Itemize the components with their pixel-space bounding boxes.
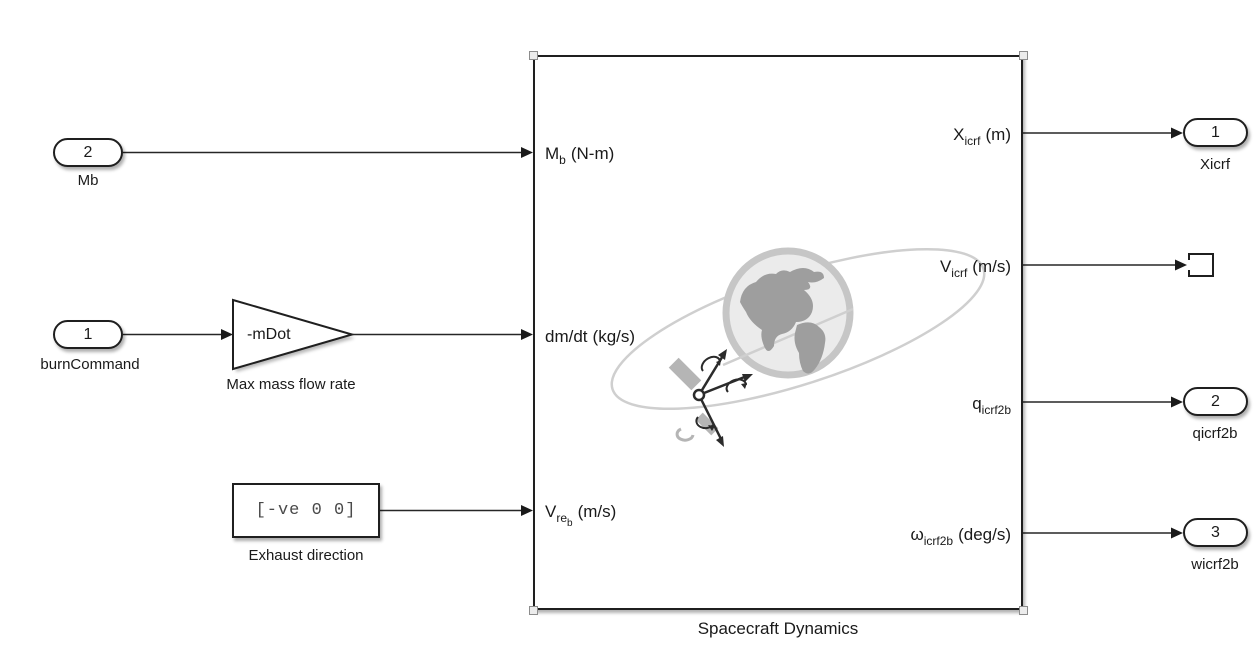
satellite-icon: [668, 349, 753, 447]
gain-value: -mDot: [247, 326, 291, 343]
port-label-vicrf-output: Vicrf(m/s): [939, 257, 1011, 280]
port-label-vreb-input: Vreb(m/s): [545, 502, 617, 529]
earth-orbit-graphic: [610, 247, 986, 447]
outport-xicrf-number: 1: [1211, 123, 1220, 141]
continent-south-america: [794, 322, 826, 374]
arrowhead: [521, 329, 533, 340]
terminator-icon: [1188, 253, 1214, 277]
port-label-xicrf-output: Xicrf(m): [953, 125, 1011, 148]
arrowhead: [521, 147, 533, 158]
constant-block-exhaust[interactable]: [-ve 0 0]: [232, 483, 380, 538]
port-label-mb-input: Mb(N-m): [545, 144, 615, 167]
inport-mb-label[interactable]: Mb: [77, 172, 99, 189]
spacecraft-dynamics-title[interactable]: Spacecraft Dynamics: [697, 619, 859, 638]
outport-block-wicrf2b[interactable]: 3: [1183, 518, 1248, 547]
outport-block-qicrf2b[interactable]: 2: [1183, 387, 1248, 416]
resize-handle-tl[interactable]: [529, 51, 538, 60]
gain-triangle[interactable]: [232, 298, 356, 371]
arrowhead: [521, 505, 533, 516]
outport-wicrf2b-number: 3: [1211, 523, 1220, 541]
orbit-front-segment: [722, 307, 854, 367]
inport-mb-number: 2: [83, 143, 93, 161]
constant-label[interactable]: Exhaust direction: [248, 547, 364, 564]
resize-handle-bl[interactable]: [529, 606, 538, 615]
outport-wicrf2b-label[interactable]: wicrf2b: [1191, 556, 1239, 573]
outport-qicrf2b-label[interactable]: qicrf2b: [1192, 425, 1238, 442]
arrowhead: [1171, 396, 1183, 408]
port-label-dmdt-input: dm/dt(kg/s): [545, 327, 636, 346]
arrowhead: [1171, 527, 1183, 539]
inport-burncommand-label[interactable]: burnCommand: [40, 356, 140, 373]
gain-block[interactable]: [232, 298, 356, 372]
resize-handle-tr[interactable]: [1019, 51, 1028, 60]
arrowhead: [1171, 127, 1183, 139]
port-label-qicrf2b-output: qicrf2b: [972, 394, 1011, 417]
outport-qicrf2b-number: 2: [1211, 392, 1220, 410]
inport-block-burncommand[interactable]: 1: [53, 320, 123, 349]
continent-north-america: [740, 268, 824, 351]
resize-handle-br[interactable]: [1019, 606, 1028, 615]
terminator-block[interactable]: [1188, 253, 1214, 277]
gain-label[interactable]: Max mass flow rate: [226, 376, 356, 393]
inport-block-mb[interactable]: 2: [53, 138, 123, 167]
outport-block-xicrf[interactable]: 1: [1183, 118, 1248, 147]
spacecraft-dynamics-block[interactable]: Mb(N-m) dm/dt(kg/s) Vreb(m/s) Xicrf(m) V…: [533, 55, 1023, 610]
arrowhead: [1175, 259, 1187, 271]
arrowhead: [221, 329, 233, 340]
constant-value: [-ve 0 0]: [255, 501, 357, 520]
outport-xicrf-label[interactable]: Xicrf: [1200, 156, 1230, 173]
inport-burncommand-number: 1: [83, 325, 93, 343]
port-label-wicrf2b-output: ωicrf2b(deg/s): [910, 525, 1011, 548]
